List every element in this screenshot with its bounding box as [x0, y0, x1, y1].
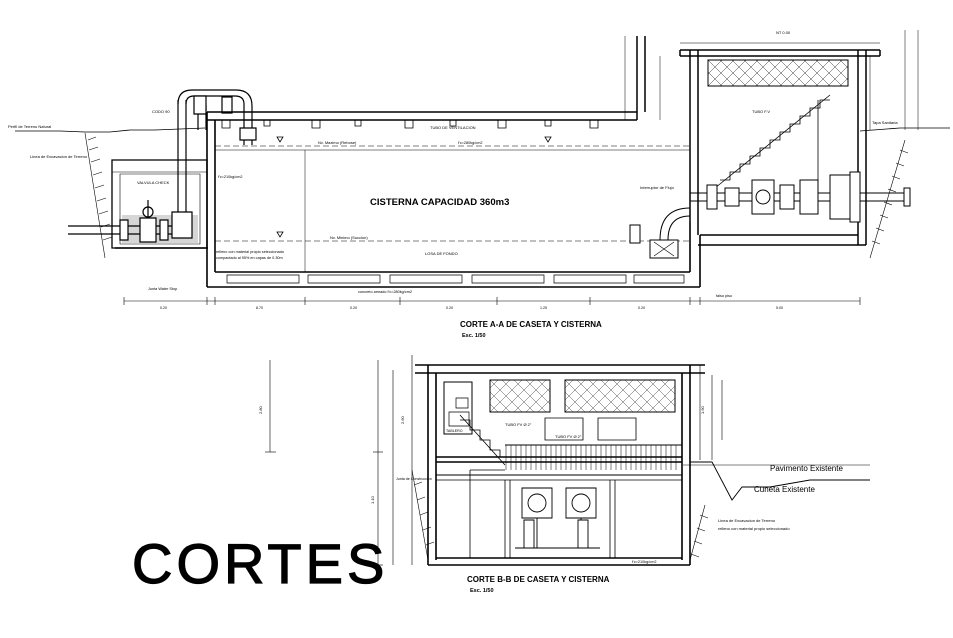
bottom-slab [227, 275, 684, 283]
level-markers [277, 137, 551, 237]
grating [436, 445, 682, 480]
dim-b-2: 1.10 [370, 495, 375, 504]
grid-b-1 [490, 380, 550, 412]
label-tubo-fv-b1: TUBO FV Ø 2" [505, 422, 532, 427]
pump-house [637, 36, 880, 245]
dim-7: 5.00 [776, 306, 783, 310]
dim-1: 0.20 [160, 306, 167, 310]
excavation-right [870, 140, 908, 258]
label-nt: NT 0.00 [776, 30, 791, 35]
main-title: CORTES [132, 532, 388, 595]
section-b-b [265, 355, 870, 565]
label-tapa-sanitaria: Tapa Sanitaria [872, 120, 898, 125]
label-relleno-b: relleno con material propio seleccionado [718, 526, 790, 531]
label-fc280: f'c=280kg/cm2 [458, 141, 482, 145]
grid-b-2 [565, 380, 675, 412]
label-linea-excavacion-b: Linea de Excavacion de Terreno [718, 518, 776, 523]
excavation-left [85, 133, 112, 258]
riser-pipes [178, 90, 256, 232]
section-b-labels: CORTE B-B DE CASETA Y CISTERNA Esc. 1/50… [258, 405, 843, 594]
hatch-b-right [691, 515, 708, 557]
control-panel [444, 382, 472, 434]
door-1 [545, 418, 583, 440]
dim-4: 0.20 [446, 306, 453, 310]
label-junta-b: Junta de Construccion [396, 477, 432, 481]
label-concreto-armado: concreto armado f'c=280kg/cm2 [358, 290, 412, 294]
label-compactado: compactado al 95% en capas de 0.30m [216, 256, 283, 260]
label-tubo-ventilacion: TUBO DE VENTILACION [430, 125, 476, 130]
label-nivel-min: Nv. Minimo (Succion) [330, 235, 368, 240]
door-2 [598, 418, 636, 440]
roof-grid-hatch [708, 60, 848, 86]
label-tablero: TABLERO [446, 429, 463, 433]
water-levels [215, 146, 690, 241]
pump-equipment [630, 172, 910, 258]
hatch-b-left [412, 470, 434, 560]
pumps-b [515, 488, 600, 548]
dims-b-left [265, 355, 412, 565]
label-losa-fondo: LOSA DE FONDO [425, 251, 458, 256]
label-tubo-fv: TUBO F.V [752, 109, 770, 114]
terrain-left [15, 128, 205, 132]
label-relleno: relleno con material propio seleccionado [216, 250, 284, 254]
label-nivel-max: Nv. Maximo (Rebose) [318, 140, 357, 145]
label-perfil-terreno: Perfil de Terreno Natural [8, 124, 51, 129]
section-a-a [15, 30, 950, 305]
section-b-title: CORTE B-B DE CASETA Y CISTERNA [467, 575, 610, 584]
label-junta: Junta Water Stop [148, 287, 177, 291]
inlet-pipe [68, 200, 192, 242]
dim-2: 8.70 [256, 306, 263, 310]
label-interruptor-flujo: Interruptor de Flujo [640, 185, 675, 190]
grid-b-hatch [490, 380, 675, 412]
label-codo-90: CODO 90 [152, 109, 170, 114]
columns-b [470, 470, 615, 558]
roof-grid [708, 60, 848, 86]
section-a-labels: CISTERNA CAPACIDAD 360m3 CORTE A-A DE CA… [8, 30, 898, 339]
tank-capacity-label: CISTERNA CAPACIDAD 360m3 [370, 197, 509, 208]
dim-line-a [124, 297, 860, 305]
label-fc-b: f'c=210kg/cm2 [632, 560, 656, 564]
dims-b-right [700, 365, 722, 460]
valve-chamber-inner [120, 174, 200, 244]
dim-5: 1.25 [540, 306, 547, 310]
section-b-scale: Esc. 1/50 [470, 588, 494, 594]
tank-walls [207, 112, 700, 287]
terrain-right [860, 128, 950, 131]
label-cuneta: Cuneta Existente [754, 485, 815, 494]
label-pavimento: Pavimento Existente [770, 464, 843, 473]
label-tubo-fv-b2: TUBO FV Ø 2" [555, 434, 582, 439]
terrain-b-right [683, 462, 870, 560]
section-a-title: CORTE A-A DE CASETA Y CISTERNA [460, 320, 602, 329]
dim-b-4: 1.90 [700, 405, 705, 414]
dim-b-3: 2.60 [400, 415, 405, 424]
dim-b-1: 2.80 [258, 405, 263, 414]
dim-3: 0.20 [350, 306, 357, 310]
label-valvula-check: VALVULA CHECK [137, 180, 170, 185]
stairs-b [460, 415, 505, 470]
section-a-scale: Esc. 1/50 [462, 333, 486, 339]
label-falso-piso: falso piso [716, 294, 732, 298]
building-b [415, 365, 705, 565]
dim-6: 0.20 [638, 306, 645, 310]
dims-right [625, 30, 918, 130]
label-fc210: f'c=210kg/cm2 [218, 175, 242, 179]
label-linea-excavacion: Linea de Excavacion de Terreno [30, 154, 88, 159]
roof-beams [222, 120, 598, 128]
